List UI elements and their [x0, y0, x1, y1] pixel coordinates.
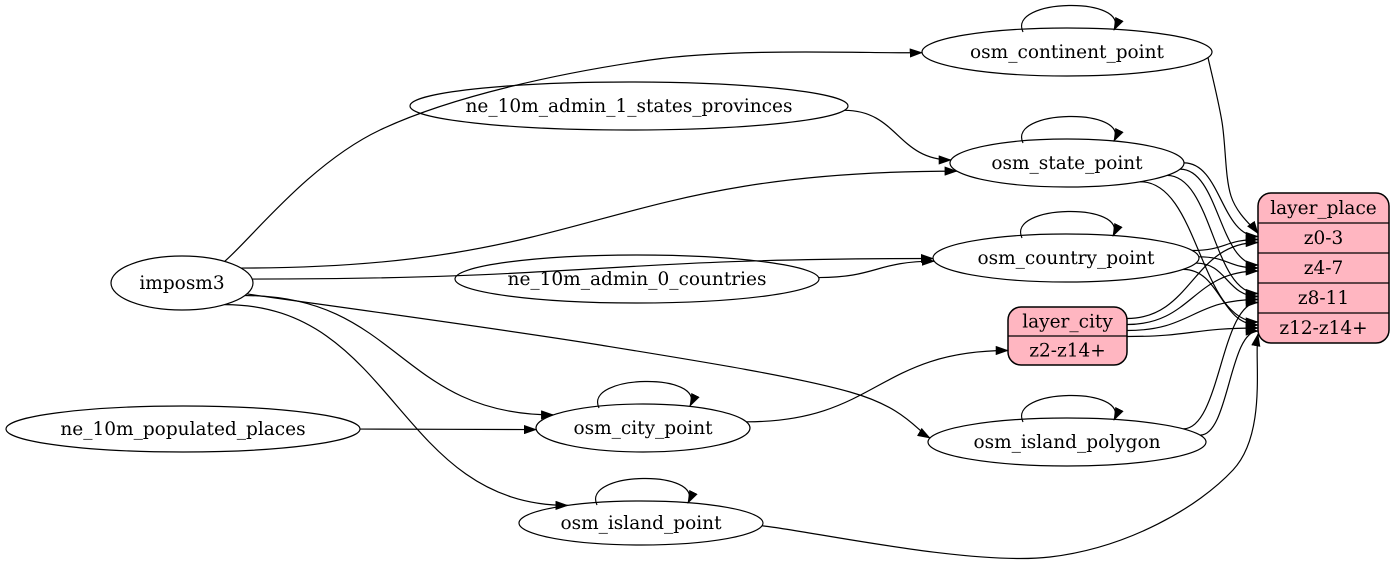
edge-imposm3-to-osm_city_point: [244, 294, 555, 420]
layer_place-row-z0-3: z0-3: [1304, 228, 1344, 249]
node-osm_continent_point: osm_continent_point: [921, 27, 1213, 77]
edge-layer_city-to-layer_place-row3: [1126, 323, 1259, 338]
layer_place-row-z8-11: z8-11: [1298, 288, 1349, 309]
self-loop-osm_island_polygon: [1020, 394, 1124, 423]
edge-imposm3-to-osm_continent_point: [224, 48, 923, 262]
edges-layer: [224, 4, 1261, 560]
osm_country_point-label: osm_country_point: [978, 248, 1156, 269]
osm_island_polygon-label: osm_island_polygon: [973, 432, 1160, 453]
layer_place-row-z12-z14+: z12-z14+: [1279, 318, 1367, 339]
imposm3-label: imposm3: [139, 273, 224, 294]
edge-osm_continent_point-to-layer_place-row0: [1207, 57, 1259, 235]
layer_place-header: layer_place: [1270, 198, 1377, 219]
ne_10m_admin_0_countries-shape: [454, 254, 820, 304]
edge-imposm3-to-osm_state_point: [241, 166, 958, 269]
edge-imposm3-to-osm_island_point: [224, 304, 569, 511]
edge-layer_city-to-layer_place-row1: [1126, 266, 1259, 326]
edge-osm_country_point-to-layer_place-row3: [1183, 268, 1259, 330]
self-loop-osm_state_point: [1020, 115, 1124, 144]
edge-imposm3-to-osm_country_point: [252, 253, 934, 280]
node-osm_island_polygon: osm_island_polygon: [927, 417, 1207, 467]
edge-osm_state_point-to-layer_place-row3: [1140, 181, 1259, 327]
edge-ne_10m_populated_places-to-osm_city_point: [359, 424, 538, 435]
edge-ne_10m_admin_0_countries-to-osm_country_point: [818, 256, 936, 279]
node-imposm3: imposm3: [110, 255, 254, 311]
ne_10m_admin_1_states_provinces-label: ne_10m_admin_1_states_provinces: [466, 96, 793, 117]
edge-osm_state_point-to-layer_place-row0: [1183, 162, 1259, 242]
edge-osm_state_point-to-layer_place-row1: [1180, 168, 1259, 270]
edge-ne_10m_admin_1_states_provinces-to-osm_state_point: [844, 109, 952, 165]
edge-osm_island_point-to-layer_place-row3: [761, 333, 1261, 560]
osm_island_point-shape: [518, 500, 764, 546]
edge-osm_country_point-to-layer_place-row1: [1198, 256, 1259, 273]
nodes-layer: imposm3 ne_10m_admin_1_states_provincesne…: [5, 27, 1390, 546]
ne_10m_admin_0_countries-label: ne_10m_admin_0_countries: [508, 269, 767, 290]
node-layer_city: layer_city z2-z14+: [1007, 306, 1128, 366]
edge-osm_island_polygon-to-layer_place-row2: [1183, 297, 1259, 430]
osm_island_point-label: osm_island_point: [560, 513, 722, 534]
layer_place-row-z4-7: z4-7: [1304, 258, 1344, 279]
node-osm_state_point: osm_state_point: [949, 138, 1185, 188]
edge-osm_country_point-to-layer_place-row0: [1192, 234, 1259, 252]
layer_city-row-z2-z14+: z2-z14+: [1029, 341, 1106, 362]
node-ne_10m_admin_0_countries: ne_10m_admin_0_countries: [454, 254, 820, 304]
osm_continent_point-label: osm_continent_point: [970, 42, 1164, 63]
edge-osm_city_point-to-layer_city-row0: [746, 345, 1009, 423]
self-loop-osm_city_point: [596, 380, 700, 409]
osm_state_point-label: osm_state_point: [991, 153, 1143, 174]
osm_city_point-label: osm_city_point: [573, 418, 713, 439]
edge-osm_island_polygon-to-layer_place-row3: [1200, 326, 1259, 436]
ne_10m_admin_1_states_provinces-shape: [409, 81, 849, 131]
node-osm_country_point: osm_country_point: [932, 233, 1200, 283]
layer_city-header: layer_city: [1022, 312, 1113, 333]
node-ne_10m_admin_1_states_provinces: ne_10m_admin_1_states_provinces: [409, 81, 849, 131]
self-loop-osm_country_point: [1019, 210, 1123, 239]
imposm3-shape: [110, 255, 254, 311]
node-osm_city_point: osm_city_point: [535, 403, 751, 453]
edge-layer_city-to-layer_place-row2: [1126, 294, 1259, 332]
ne_10m_populated_places-label: ne_10m_populated_places: [60, 419, 305, 440]
node-layer_place: layer_place z0-3 z4-7 z8-11 z12-z14+: [1257, 192, 1390, 344]
edge-osm_state_point-to-layer_place-row2: [1167, 174, 1259, 299]
self-loop-osm_island_point: [594, 477, 698, 506]
edge-layer_city-to-layer_place-row0: [1126, 237, 1259, 320]
osm_island_polygon-shape: [927, 417, 1207, 467]
edge-imposm3-to-osm_island_polygon: [246, 293, 931, 439]
node-ne_10m_populated_places: ne_10m_populated_places: [5, 405, 361, 453]
self-loop-osm_continent_point: [1020, 4, 1124, 33]
node-osm_island_point: osm_island_point: [518, 500, 764, 546]
